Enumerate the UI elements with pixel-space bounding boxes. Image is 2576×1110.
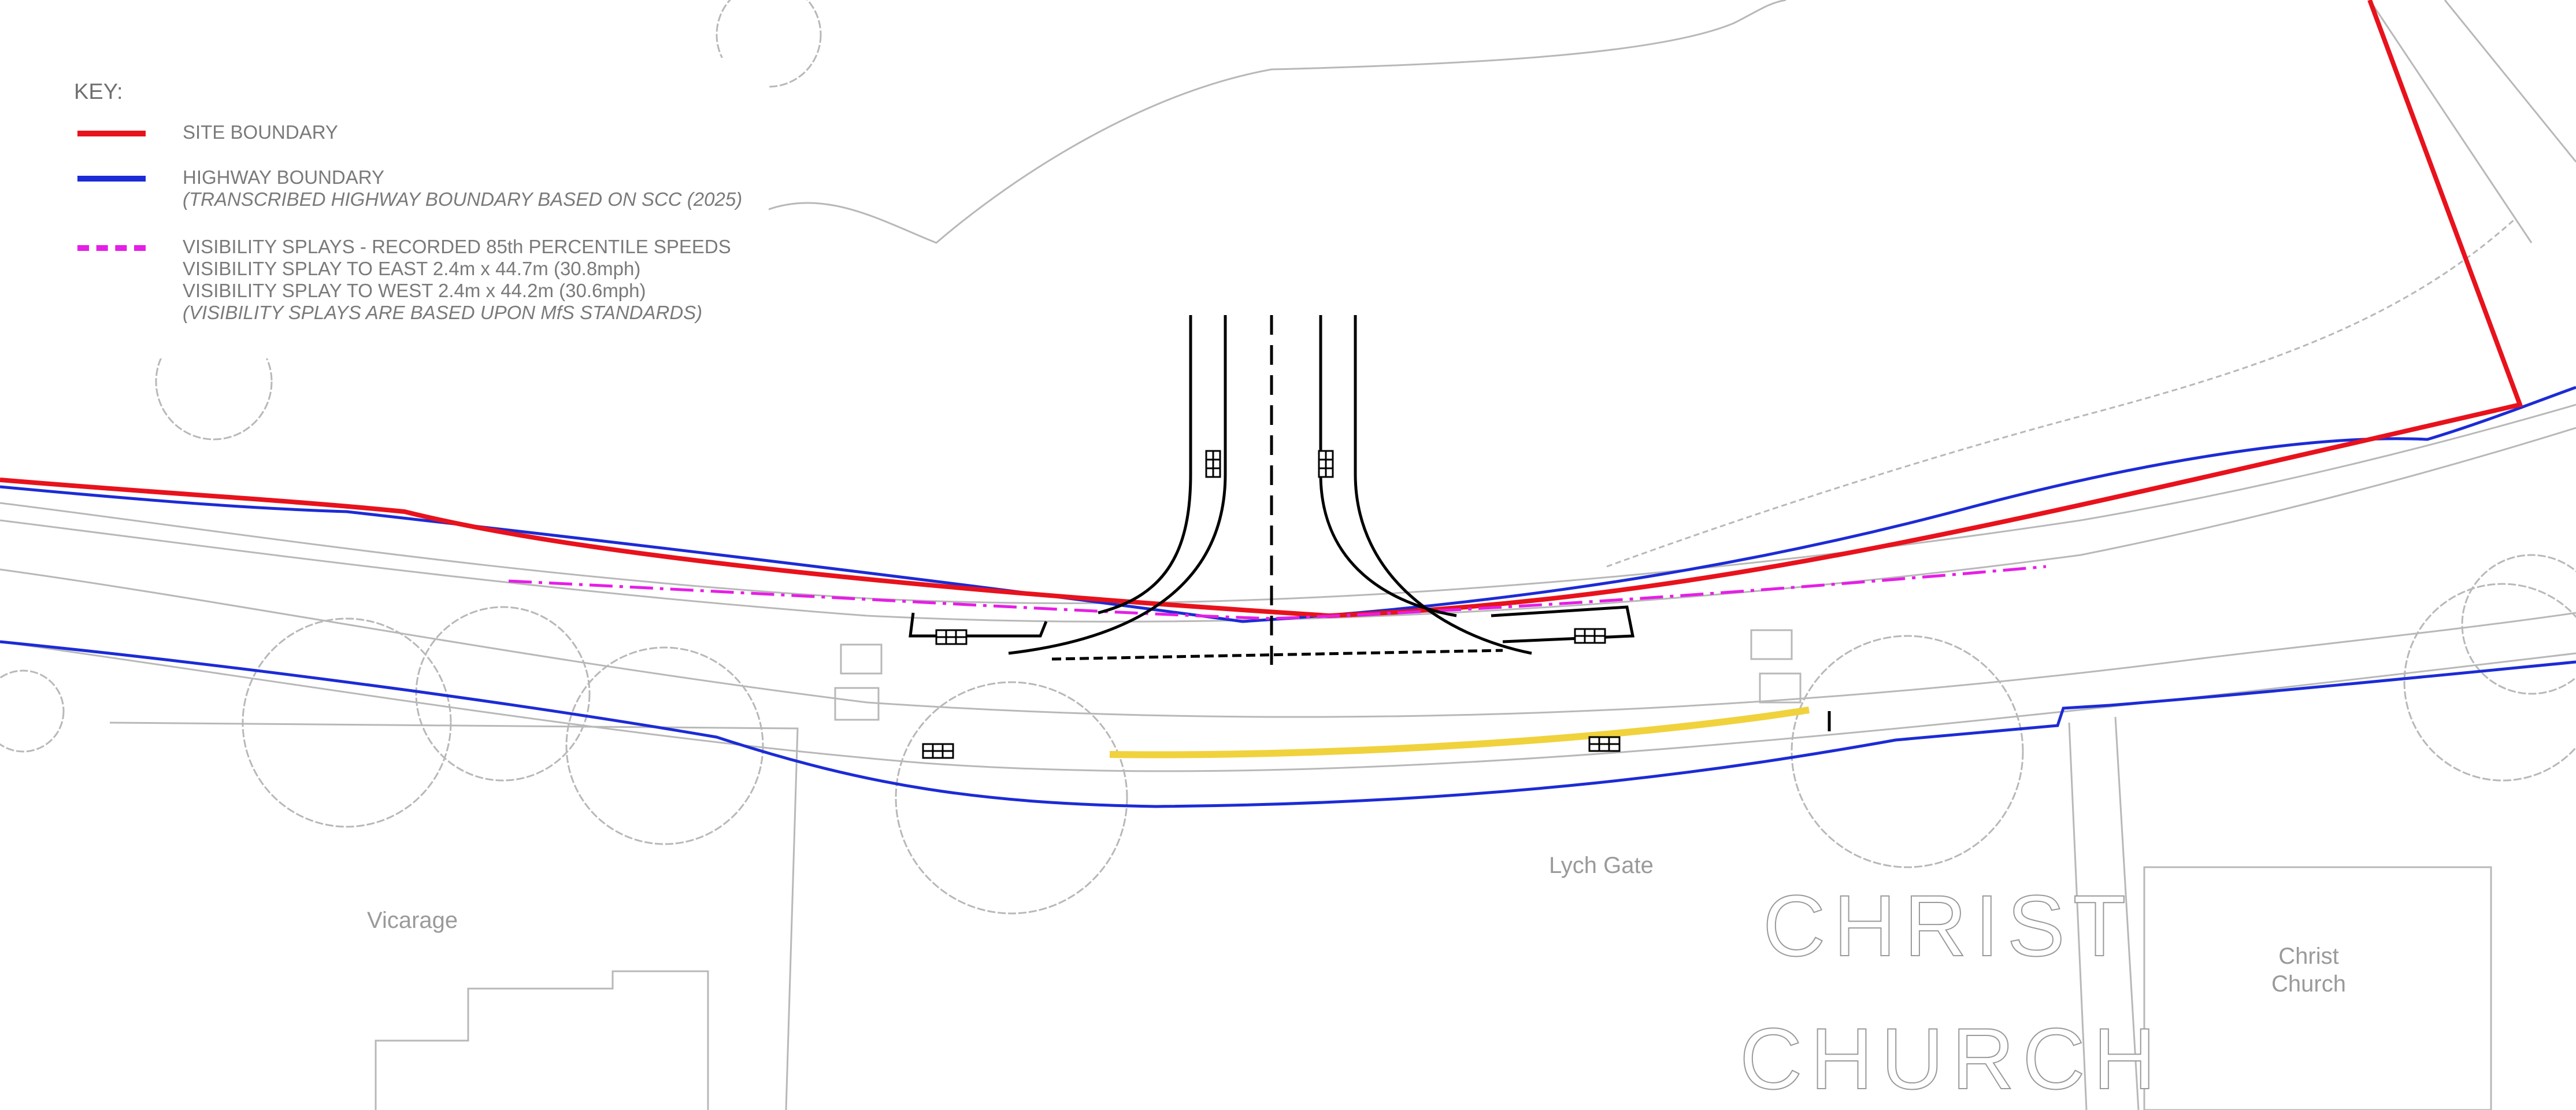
plot-line-2 — [2068, 722, 2088, 1110]
site-boundary — [0, 0, 2523, 619]
highway-boundary-south — [0, 640, 2576, 808]
property-top-right — [2369, 0, 2576, 243]
tactile-grid-6 — [1588, 736, 1621, 752]
highway-boundary — [0, 386, 2576, 808]
tactile-grid-3 — [935, 629, 968, 645]
proposed-access — [909, 315, 1831, 731]
key-legend: KEY: SITE BOUNDARY HIGHWAY BOUNDARY (TRA… — [0, 58, 769, 358]
verge-box — [840, 643, 883, 675]
christ-church-line-1: Christ — [2278, 944, 2339, 969]
carriageway-south-edge — [0, 568, 2576, 718]
visibility-splay-east: VISIBILITY SPLAY TO EAST 2.4m x 44.7m (3… — [183, 258, 641, 279]
lych-gate-label: Lych Gate — [1549, 853, 1654, 878]
building-outline — [2143, 866, 2492, 1110]
church-label: CHURCH — [1739, 1009, 2164, 1108]
field-boundary-line — [757, 0, 1786, 244]
access-west-footway — [1008, 315, 1227, 655]
site-boundary-line — [0, 0, 2523, 619]
tactile-grid-4 — [1574, 628, 1606, 644]
visibility-splays-label: VISIBILITY SPLAYS - RECORDED 85th PERCEN… — [183, 236, 731, 257]
footway-highlight — [1109, 706, 1810, 758]
highway-boundary-swatch — [77, 176, 146, 182]
christ-label: CHRIST — [1762, 876, 2134, 975]
plot-line-1 — [109, 722, 799, 1110]
site-boundary-label: SITE BOUNDARY — [183, 121, 338, 143]
site-boundary-swatch — [77, 131, 146, 136]
christ-church-line-2: Church — [2271, 971, 2346, 997]
highway-boundary-note: (TRANSCRIBED HIGHWAY BOUNDARY BASED ON S… — [183, 188, 743, 210]
visibility-splay-note: (VISIBILITY SPLAYS ARE BASED UPON MfS ST… — [183, 302, 703, 323]
tactile-grid-2 — [1318, 450, 1334, 478]
tactile-paving — [922, 450, 1621, 759]
verge-line-south — [0, 641, 2576, 772]
visibility-splay-swatch — [77, 245, 146, 251]
carriageway-north-edge — [0, 427, 2576, 623]
tactile-grid-5 — [922, 743, 954, 759]
vicarage-building — [375, 970, 709, 1110]
dropped-kerb-east — [1491, 605, 1635, 643]
verge-box — [1759, 672, 1802, 704]
key-title: KEY: — [74, 80, 123, 104]
vicarage-label: Vicarage — [367, 908, 458, 933]
access-east-footway — [1354, 315, 1532, 655]
highway-boundary-label: HIGHWAY BOUNDARY — [183, 166, 384, 188]
verge-box — [1750, 629, 1793, 660]
verge-box — [834, 687, 880, 721]
highway-boundary-north — [0, 386, 2576, 623]
plot-line-3 — [2114, 716, 2140, 1110]
access-give-way — [1051, 649, 1503, 661]
verge-line-north — [0, 404, 2576, 604]
hedge-line — [1606, 219, 2515, 568]
christ-church-label: Christ Church — [2271, 942, 2346, 998]
visibility-splay — [508, 565, 2047, 620]
tactile-grid-1 — [1205, 450, 1221, 478]
access-west-kerb — [1098, 315, 1192, 615]
visibility-splay-west: VISIBILITY SPLAY TO WEST 2.4m x 44.2m (3… — [183, 280, 646, 301]
dropped-kerb-west — [909, 612, 1048, 638]
